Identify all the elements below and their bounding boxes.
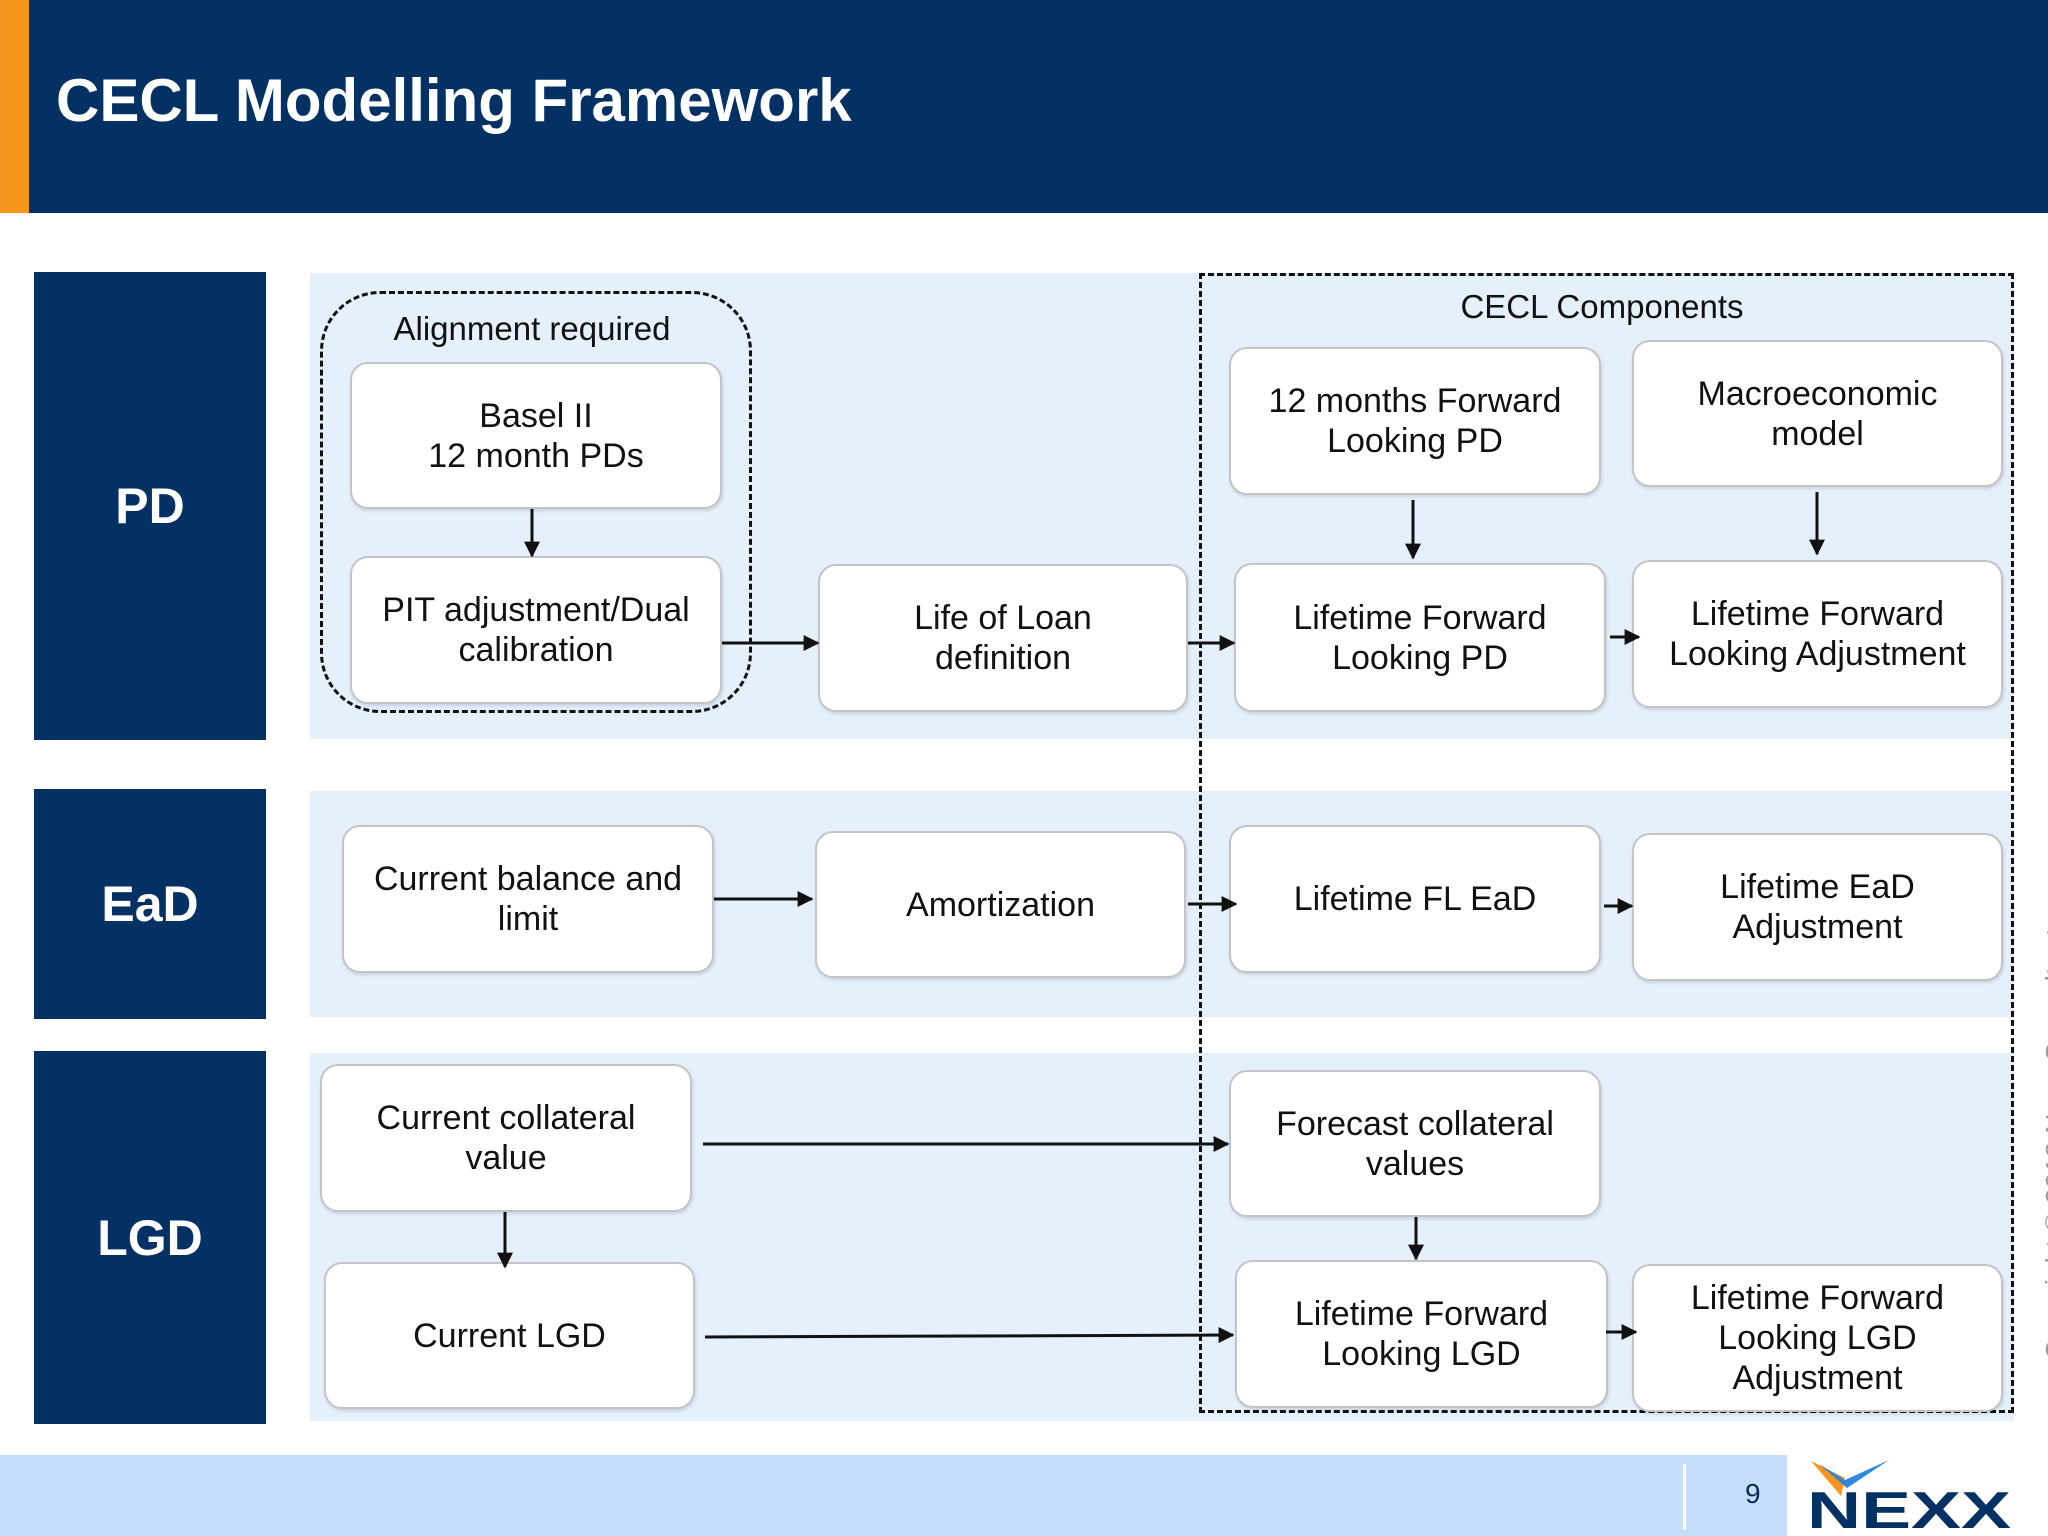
lifetime-fl-lgd-box: Lifetime Forward Looking LGD [1235, 1260, 1608, 1408]
fl-pd-12m-box: 12 months Forward Looking PD [1229, 347, 1601, 495]
copyright-text: Copyright © 2018 Nexx Consultants [2040, 914, 2048, 1360]
arrow-lgd-lflgd [704, 1327, 1235, 1344]
life-of-loan-box: Life of Loan definition [818, 564, 1188, 712]
cecl-components-label: CECL Components [1460, 288, 1744, 325]
header-accent [0, 0, 29, 213]
lifetime-fl-adj-box: Lifetime Forward Looking Adjustment [1632, 560, 2003, 708]
macro-box: Macroeconomic model [1632, 340, 2003, 487]
header-bar [0, 0, 2048, 213]
pit-box: PIT adjustment/Dual calibration [350, 556, 722, 704]
amortization-box: Amortization [815, 831, 1186, 978]
current-lgd-box: Current LGD [324, 1262, 695, 1409]
row-label-lgd: LGD [34, 1051, 266, 1424]
footer-divider [1683, 1464, 1686, 1530]
forecast-collateral-box: Forecast collateral values [1229, 1070, 1601, 1217]
footer-bar [0, 1455, 1787, 1536]
row-label-pd: PD [34, 272, 266, 740]
nexx-logo: NEXX [1807, 1460, 2011, 1530]
current-collateral-box: Current collateral value [320, 1064, 692, 1212]
lifetime-fl-pd-box: Lifetime Forward Looking PD [1234, 563, 1606, 712]
alignment-label: Alignment required [393, 310, 671, 347]
current-balance-box: Current balance and limit [342, 825, 714, 973]
svg-text:NEXX: NEXX [1807, 1482, 2011, 1530]
page-title: CECL Modelling Framework [56, 67, 852, 134]
cecl-components-group [1199, 273, 2014, 1413]
alignment-group [320, 291, 752, 713]
basel-box: Basel II 12 month PDs [350, 362, 722, 509]
lifetime-fl-lgd-adj-box: Lifetime Forward Looking LGD Adjustment [1632, 1264, 2003, 1412]
page-number: 9 [1745, 1478, 1761, 1509]
lifetime-fl-ead-box: Lifetime FL EaD [1229, 825, 1601, 973]
row-label-ead: EaD [34, 789, 266, 1019]
